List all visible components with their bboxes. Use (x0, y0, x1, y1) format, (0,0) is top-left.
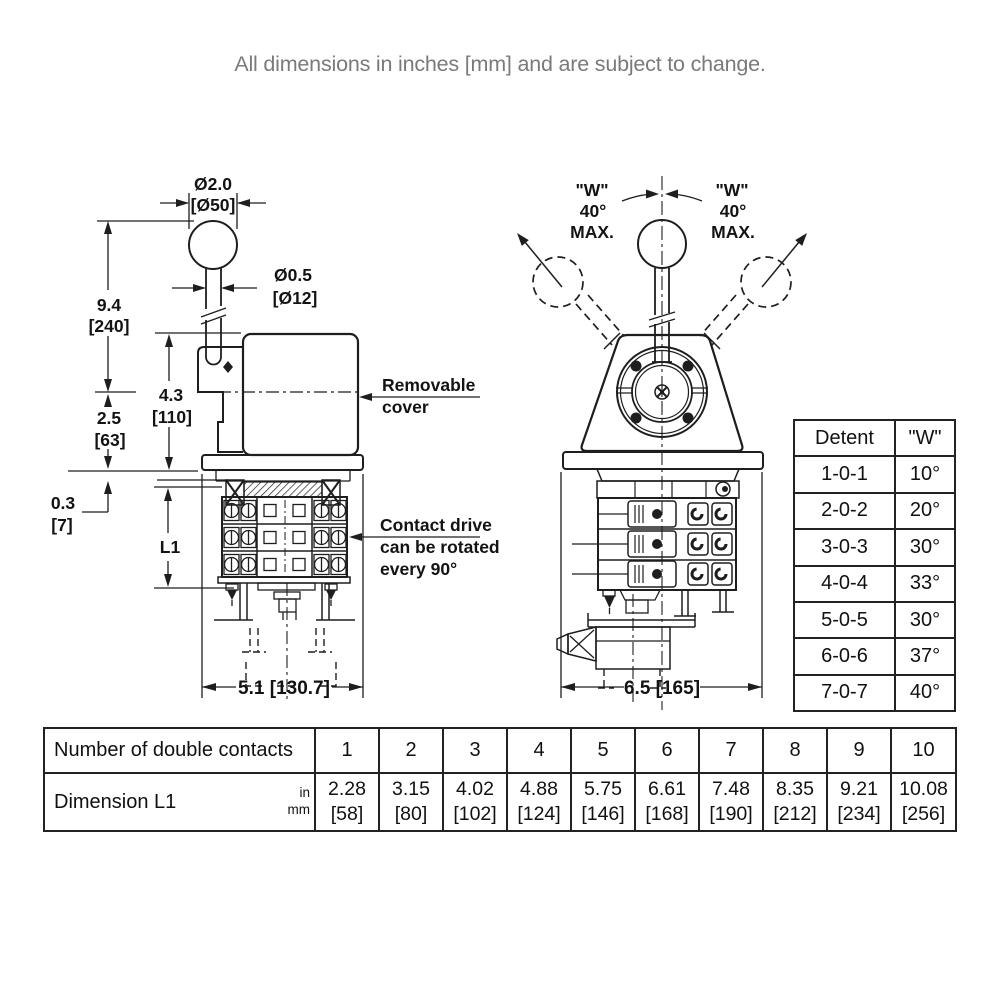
side-view-dimensions (68, 193, 480, 698)
w-value: 30° (894, 528, 956, 567)
unit-mm: mm (287, 802, 311, 817)
table-row: 4-0-4 33° (793, 564, 956, 603)
base-plate (562, 451, 764, 470)
contacts-count: 5 (570, 727, 636, 774)
contacts-table: Number of double contacts 1 2 3 4 5 6 7 … (43, 727, 957, 832)
l1-value: 7.48[190] (698, 772, 764, 832)
l1-value: 2.28[58] (314, 772, 380, 832)
joystick-handle (188, 220, 238, 366)
table-row: 6-0-6 37° (793, 637, 956, 676)
l1-value: 4.02[102] (442, 772, 508, 832)
unit-in: in (299, 785, 310, 801)
side-view-drawing: Ø2.0 [Ø50] Ø0.5 [Ø12] 9.4 [240] 4.3 [110… (51, 174, 500, 700)
angle-indicators (517, 189, 807, 288)
dim-ball-dia-mm: [Ø50] (191, 195, 236, 215)
panel-hatch (225, 479, 341, 506)
dimensions-note: All dimensions in inches [mm] and are su… (234, 52, 766, 76)
contacts-row-label: Number of double contacts (43, 727, 316, 774)
contacts-count: 3 (442, 727, 508, 774)
detent-value: 2-0-2 (793, 491, 896, 531)
lower-hardware-front (556, 589, 734, 702)
dim-side-width: 5.1 [130.7] (238, 678, 330, 699)
dim-shaft-dia-mm: [Ø12] (273, 288, 318, 308)
lower-hardware (214, 582, 355, 700)
label-angle-right: 40° (720, 201, 746, 221)
l1-value: 8.35[212] (762, 772, 828, 832)
dim-shaft-dia-in: Ø0.5 (274, 265, 312, 285)
contacts-count: 2 (378, 727, 444, 774)
dim-l1: L1 (160, 537, 181, 557)
detent-value: 4-0-4 (793, 564, 896, 603)
contact-stack-front (572, 468, 741, 591)
contacts-count: 9 (826, 727, 892, 774)
dim-height-in: 9.4 (97, 295, 122, 315)
table-row: 2-0-2 20° (793, 491, 956, 531)
contacts-count: 1 (314, 727, 380, 774)
dim-ball-dia-in: Ø2.0 (194, 174, 232, 194)
contacts-count: 4 (506, 727, 572, 774)
w-value: 10° (894, 455, 956, 494)
pivot-head (197, 346, 243, 453)
detent-header-row: Detent "W" (793, 418, 956, 458)
dim-front-width: 6.5 [165] (624, 678, 700, 699)
l1-value: 4.88[124] (506, 772, 572, 832)
label-contact-drive-3: every 90° (380, 559, 457, 579)
w-value: 30° (894, 600, 956, 640)
detent-value: 3-0-3 (793, 528, 896, 567)
l1-value: 5.75[146] (570, 772, 636, 832)
contacts-count: 7 (698, 727, 764, 774)
label-max-right: MAX. (711, 222, 755, 242)
dimension-l1-row: Dimension L1 in mm 2.28[58] 3.15[80] 4.0… (43, 772, 957, 832)
w-value: 37° (894, 637, 956, 676)
label-w-left: "W" (575, 180, 608, 200)
contacts-count: 6 (634, 727, 700, 774)
l1-value: 6.61[168] (634, 772, 700, 832)
cover-body (241, 332, 360, 457)
w-value: 20° (894, 491, 956, 531)
w-col-header: "W" (894, 418, 956, 458)
table-row: 7-0-7 40° (793, 673, 956, 713)
mounting-flange (201, 454, 364, 482)
dim-depth-in: 2.5 (97, 408, 122, 428)
detent-value: 7-0-7 (793, 673, 896, 713)
dim-height-mm: [240] (89, 316, 130, 336)
detent-col-header: Detent (793, 418, 896, 458)
w-value: 40° (894, 673, 956, 713)
label-contact-drive-1: Contact drive (380, 515, 492, 535)
label-contact-drive-2: can be rotated (380, 537, 500, 557)
joystick-lever-front (637, 219, 687, 363)
dim-panel-mm: [7] (51, 515, 72, 535)
table-row: 3-0-3 30° (793, 528, 956, 567)
front-view-drawing: "W" 40° MAX. "W" 40° MAX. 6.5 [165] (517, 176, 807, 710)
detent-table: Detent "W" 1-0-1 10° 2-0-2 20° 3-0-3 30°… (793, 418, 956, 713)
dim-cover-mm: [110] (152, 407, 192, 427)
contacts-count: 8 (762, 727, 828, 774)
dim-depth-mm: [63] (94, 430, 125, 450)
label-removable-cover-2: cover (382, 397, 429, 417)
contacts-header-row: Number of double contacts 1 2 3 4 5 6 7 … (43, 727, 957, 774)
units-block: in mm (287, 785, 314, 819)
label-removable-cover-1: Removable (382, 375, 476, 395)
dimension-l1-label-cell: Dimension L1 in mm (43, 772, 316, 832)
dimension-l1-label: Dimension L1 (54, 790, 177, 813)
front-view-dimensions (560, 472, 763, 698)
detent-value: 5-0-5 (793, 600, 896, 640)
label-max-left: MAX. (570, 222, 614, 242)
label-angle-left: 40° (580, 201, 606, 221)
table-row: 1-0-1 10° (793, 455, 956, 494)
w-value: 33° (894, 564, 956, 603)
l1-value: 10.08[256] (890, 772, 957, 832)
l1-value: 9.21[234] (826, 772, 892, 832)
detent-value: 1-0-1 (793, 455, 896, 494)
housing-front (580, 333, 744, 453)
label-w-right: "W" (715, 180, 748, 200)
contacts-count: 10 (890, 727, 957, 774)
contact-block (217, 496, 351, 584)
dim-panel-in: 0.3 (51, 493, 76, 513)
detent-value: 6-0-6 (793, 637, 896, 676)
table-row: 5-0-5 30° (793, 600, 956, 640)
l1-value: 3.15[80] (378, 772, 444, 832)
dim-cover-in: 4.3 (159, 385, 184, 405)
